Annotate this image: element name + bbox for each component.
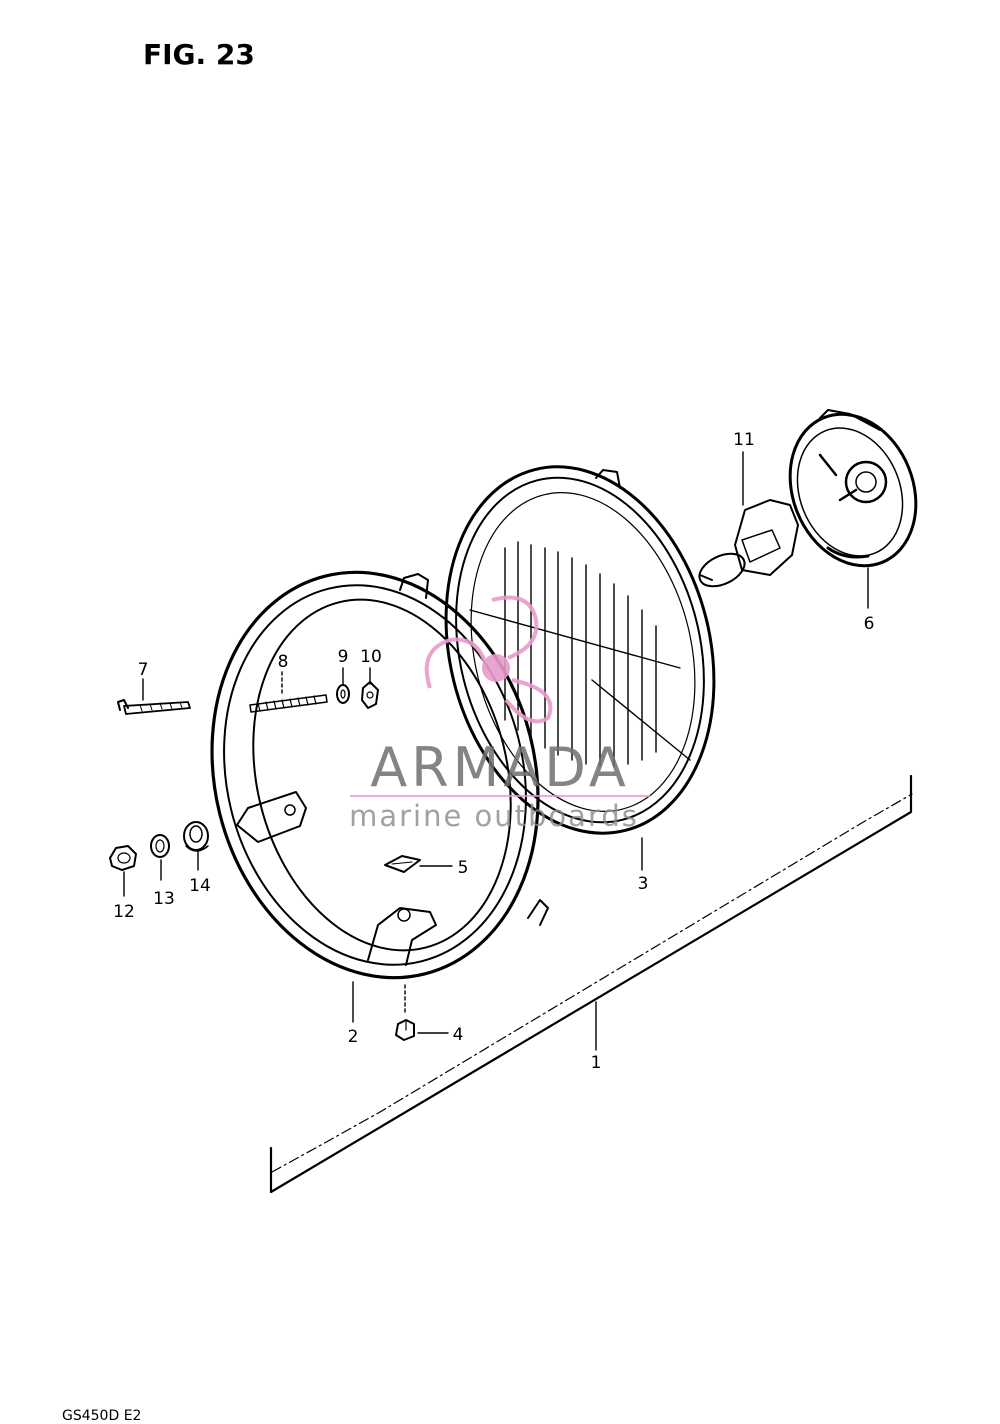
callout-12: 12	[113, 902, 135, 922]
headlight-unit	[444, 465, 716, 835]
callout-14: 14	[189, 876, 211, 896]
figure-title: FIG. 23	[143, 38, 255, 71]
watermark-brand: ARMADA	[370, 736, 630, 799]
assembly-axis	[271, 793, 913, 1173]
bushing-14	[183, 821, 209, 852]
callout-5: 5	[458, 858, 469, 878]
washer-9	[336, 684, 350, 704]
callout-3: 3	[638, 874, 649, 894]
spring	[249, 694, 328, 713]
assembly-bracket	[269, 774, 913, 1194]
lock-washer-13	[150, 834, 170, 858]
callout-13: 13	[153, 889, 175, 909]
headlight-bulb	[698, 499, 799, 588]
screw	[117, 699, 191, 715]
callout-7: 7	[138, 660, 149, 680]
armada-logo-icon	[424, 595, 553, 724]
headlight-rim	[210, 570, 549, 980]
clip-5	[384, 855, 421, 873]
nut-12	[109, 845, 137, 871]
watermark-tagline: marine outboards	[349, 799, 639, 833]
screw-4	[395, 1019, 415, 1041]
nut-10	[361, 681, 379, 709]
callout-10: 10	[360, 647, 382, 667]
callout-2: 2	[348, 1027, 359, 1047]
callout-1: 1	[591, 1053, 602, 1073]
bulb-socket-cover	[788, 409, 918, 568]
leader-lines	[123, 451, 869, 1051]
callout-8: 8	[278, 652, 289, 672]
footer-code: GS450D E2	[62, 1408, 142, 1424]
callout-6: 6	[864, 614, 875, 634]
callout-4: 4	[453, 1025, 464, 1045]
callout-9: 9	[338, 647, 349, 667]
callout-11: 11	[733, 430, 755, 450]
